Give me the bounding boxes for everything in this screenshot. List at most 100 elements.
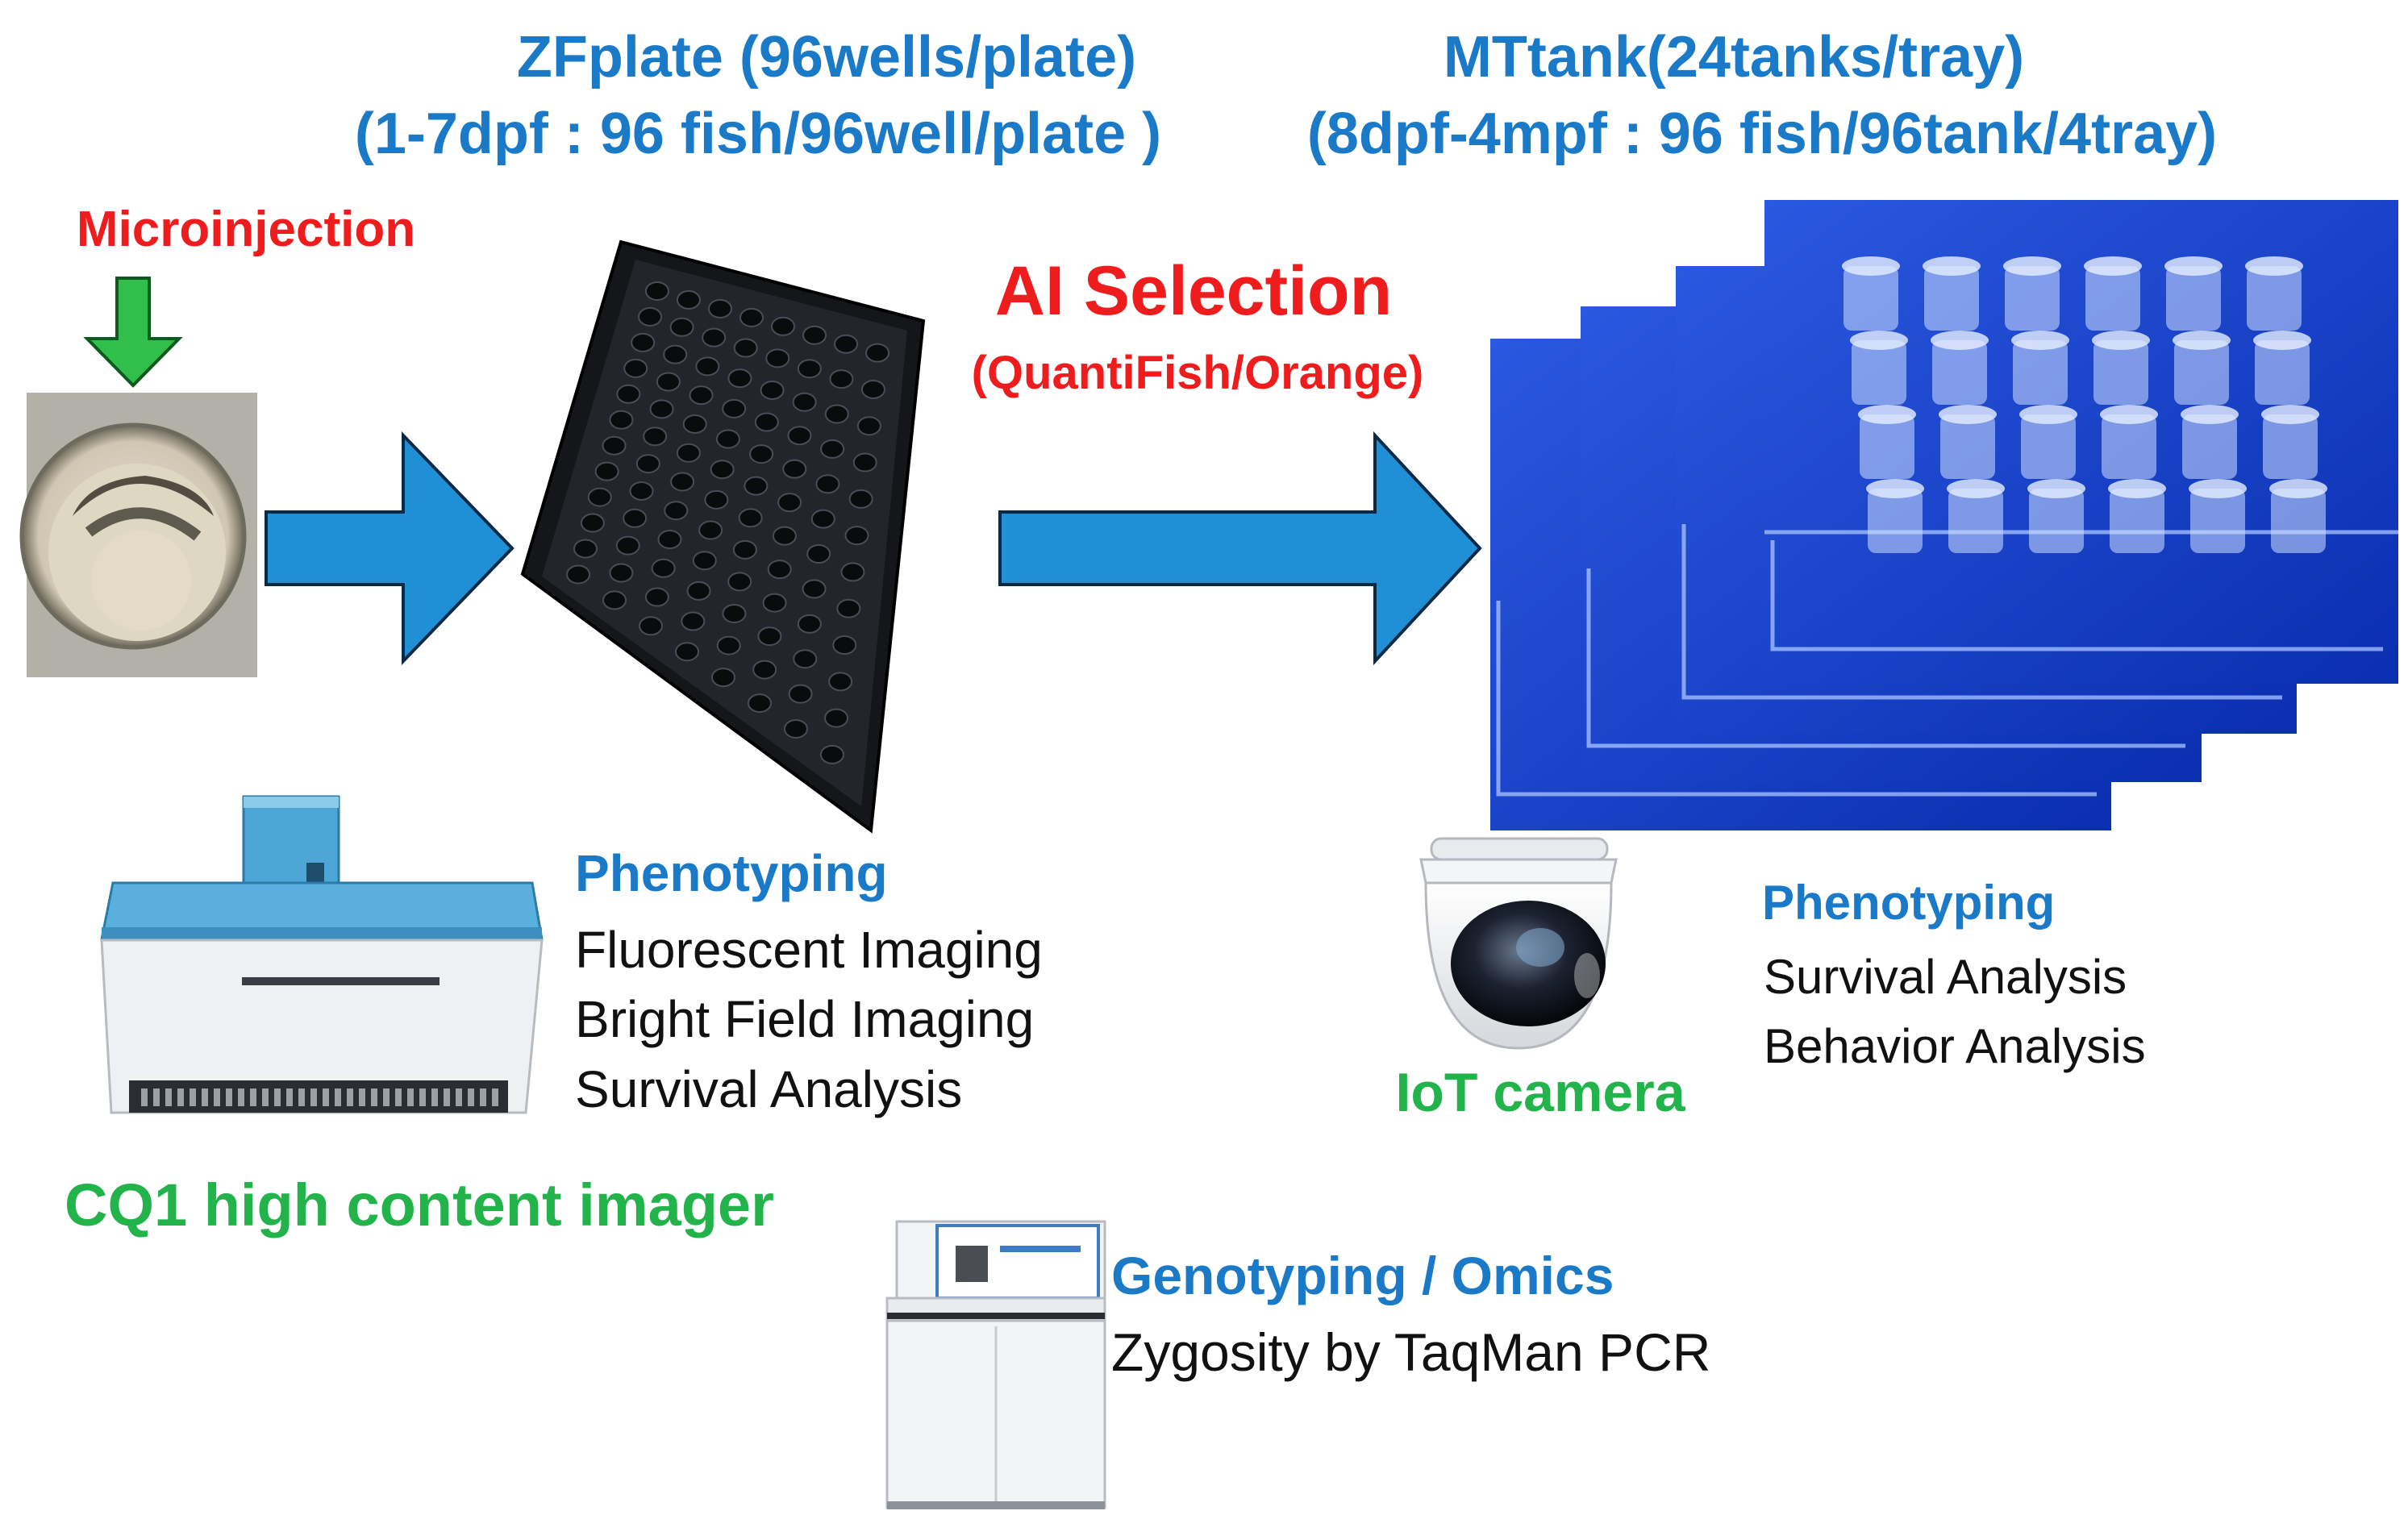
plate-well	[824, 708, 849, 728]
mttank-title: MTtank(24tanks/tray)	[1444, 25, 2024, 89]
plate-well	[727, 368, 752, 389]
imager-vent	[310, 1088, 317, 1106]
tank-cup	[1842, 256, 1900, 331]
plate-well	[670, 472, 695, 492]
plate-well	[669, 317, 694, 337]
zfplate-title: ZFplate (96wells/plate)	[517, 25, 1136, 89]
dome-camera-photo	[1419, 837, 1618, 1050]
imager-vent	[335, 1088, 341, 1106]
tank-cup	[1858, 405, 1916, 479]
tank-cup	[2019, 405, 2077, 479]
plate-well	[777, 493, 802, 513]
plate-well	[698, 520, 723, 540]
tank-cup	[2003, 256, 2061, 331]
plate-well	[815, 474, 840, 494]
imager-vent	[431, 1088, 438, 1106]
plate-well	[793, 649, 818, 669]
plate-well	[602, 590, 627, 610]
imager-vent	[177, 1088, 184, 1106]
tank-cup	[1939, 405, 1997, 479]
plate-well	[616, 384, 641, 404]
plate-well	[744, 476, 769, 496]
cq1-item-bright-field: Bright Field Imaging	[575, 990, 1034, 1048]
plate-well	[792, 392, 817, 412]
plate-well	[566, 564, 591, 585]
plate-well	[676, 443, 701, 463]
tank-cup	[2261, 405, 2319, 479]
genotyping-item-zygosity: Zygosity by TaqMan PCR	[1111, 1322, 1710, 1382]
imager-vent	[250, 1088, 256, 1106]
mttank-subtitle: (8dpf-4mpf : 96 fish/96tank/4tray)	[1307, 102, 2217, 166]
plate-well	[783, 718, 808, 739]
iot-phenotyping-heading: Phenotyping	[1762, 876, 2055, 930]
tank-cup	[1931, 331, 1989, 405]
plate-well	[727, 572, 752, 592]
plate-well	[602, 435, 627, 456]
plate-well	[715, 429, 740, 449]
plate-well	[760, 380, 785, 400]
plate-well	[733, 338, 758, 358]
plate-well	[580, 513, 605, 533]
plate-well	[686, 581, 711, 601]
microinjection-label: Microinjection	[77, 202, 415, 257]
imager-vent	[153, 1088, 160, 1106]
plate-well	[767, 560, 792, 580]
imager-vent	[286, 1088, 293, 1106]
plate-well	[739, 307, 764, 327]
green-down-arrow-icon	[83, 277, 183, 388]
blue-right-arrow-icon	[265, 431, 515, 665]
imager-vent	[383, 1088, 390, 1106]
imager-vent	[456, 1088, 462, 1106]
plate-well	[707, 298, 732, 318]
zfplate-subtitle: (1-7dpf : 96 fish/96well/plate )	[355, 102, 1161, 166]
genotyping-heading: Genotyping / Omics	[1111, 1246, 1614, 1305]
imager-vent	[214, 1088, 220, 1106]
zebrafish-embryo-photo	[19, 393, 257, 677]
plate-well	[639, 616, 664, 636]
plate-well	[772, 526, 797, 546]
tank-cup	[2108, 479, 2166, 553]
plate-well	[722, 603, 747, 623]
plate-well	[806, 544, 831, 564]
imager-vent	[395, 1088, 402, 1106]
plate-well	[787, 426, 812, 446]
imager-vent	[480, 1088, 486, 1106]
imager-vent	[238, 1088, 244, 1106]
imager-vent	[202, 1088, 208, 1106]
plate-well	[802, 325, 827, 345]
imager-vent	[407, 1088, 414, 1106]
tank-cup	[2092, 331, 2150, 405]
plate-well	[829, 369, 854, 389]
tank-cup	[2181, 405, 2239, 479]
plate-well	[820, 439, 845, 459]
plate-well	[649, 399, 674, 419]
plate-well	[638, 306, 663, 327]
plate-well	[856, 416, 881, 436]
imager-vent	[323, 1088, 329, 1106]
plate-well	[675, 642, 700, 662]
plate-well	[609, 410, 634, 430]
tank-cup	[2173, 331, 2231, 405]
plate-well	[573, 539, 598, 559]
iot-camera-label: IoT camera	[1395, 1062, 1685, 1123]
plate-well	[865, 343, 890, 363]
plate-well	[651, 558, 676, 578]
cq1-item-survival: Survival Analysis	[575, 1060, 962, 1118]
iot-item-survival: Survival Analysis	[1764, 950, 2127, 1004]
plate-well	[848, 489, 873, 509]
imager-vent	[359, 1088, 365, 1106]
plate-well	[681, 611, 706, 631]
plate-well	[722, 398, 747, 418]
tank-cup	[2269, 479, 2327, 553]
imager-vent	[492, 1088, 498, 1106]
tank-cup	[2100, 405, 2158, 479]
plate-well	[754, 412, 779, 432]
plate-well	[828, 672, 853, 692]
pcr-instrument-photo	[885, 1220, 1106, 1509]
plate-well	[643, 427, 668, 447]
plate-well	[594, 461, 619, 481]
cq1-phenotyping-heading: Phenotyping	[575, 844, 888, 902]
tank-cup	[2011, 331, 2069, 405]
plate-well	[771, 316, 796, 336]
